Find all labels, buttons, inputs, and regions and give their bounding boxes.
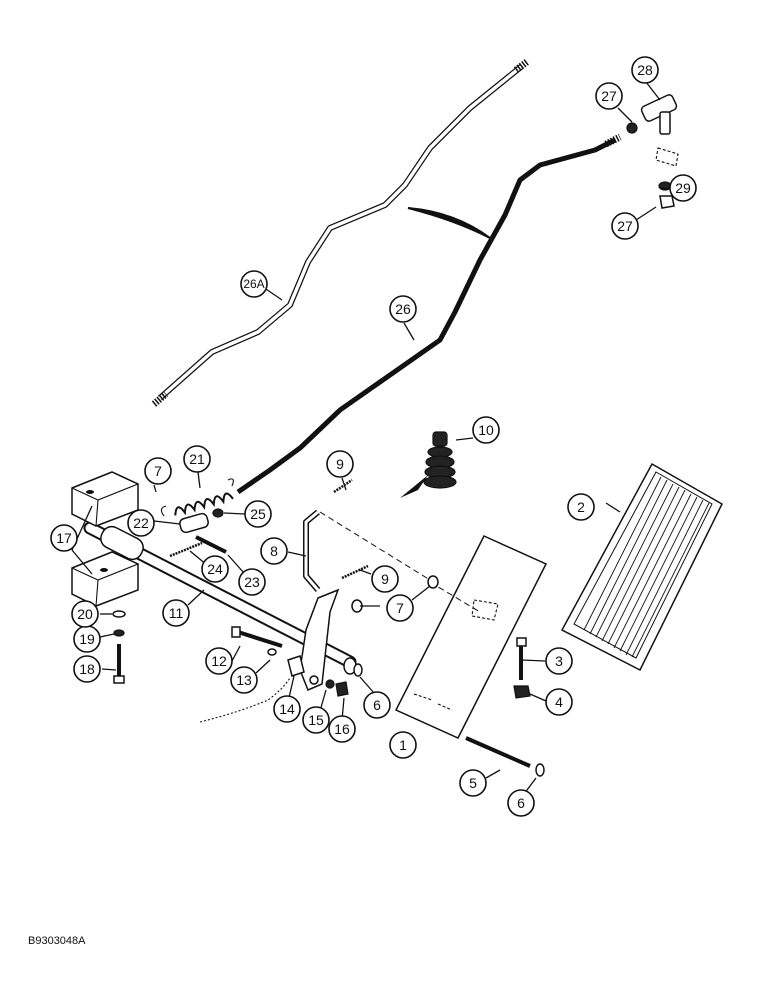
svg-text:27: 27 <box>601 88 617 104</box>
spring-assembly <box>160 478 234 558</box>
svg-text:29: 29 <box>675 180 691 196</box>
rod-26a <box>151 58 531 407</box>
callout-15: 15 <box>302 706 330 734</box>
svg-text:1: 1 <box>399 737 407 753</box>
callout-3: 3 <box>545 647 573 675</box>
callout-5: 5 <box>459 769 487 797</box>
svg-text:27: 27 <box>617 218 633 234</box>
svg-text:16: 16 <box>334 721 350 737</box>
svg-text:11: 11 <box>169 605 184 621</box>
svg-text:5: 5 <box>469 775 477 791</box>
svg-text:9: 9 <box>381 571 389 587</box>
callout-8: 8 <box>260 537 288 565</box>
callout-6-upper: 6 <box>363 691 391 719</box>
svg-text:28: 28 <box>637 62 653 78</box>
callout-11: 11 <box>162 599 190 627</box>
svg-text:6: 6 <box>373 697 381 713</box>
svg-text:25: 25 <box>250 506 266 522</box>
bracket-hardware <box>199 626 363 723</box>
svg-text:19: 19 <box>79 631 95 647</box>
callout-28: 28 <box>631 56 659 84</box>
motion-arrow <box>407 207 491 239</box>
callout-19: 19 <box>73 625 101 653</box>
callout-2: 2 <box>567 493 595 521</box>
callout-22: 22 <box>127 509 155 537</box>
bearing-blocks <box>71 471 139 607</box>
callout-16: 16 <box>328 715 356 743</box>
svg-text:6: 6 <box>517 795 525 811</box>
pedal-pad <box>560 462 723 672</box>
callout-7-lower: 7 <box>386 594 414 622</box>
callout-14: 14 <box>273 695 301 723</box>
leader-lines <box>71 81 671 795</box>
lever-8 <box>303 478 481 613</box>
callout-13: 13 <box>230 666 258 694</box>
callout-9-lower: 9 <box>371 565 399 593</box>
callout-26a: 26A <box>240 270 268 298</box>
callout-27-lower: 27 <box>611 212 639 240</box>
svg-text:8: 8 <box>270 543 278 559</box>
svg-text:21: 21 <box>189 451 205 467</box>
svg-text:24: 24 <box>207 561 223 577</box>
rubber-boot <box>400 431 457 498</box>
callout-10: 10 <box>472 416 500 444</box>
callout-24: 24 <box>201 555 229 583</box>
svg-text:7: 7 <box>154 463 162 479</box>
callout-21: 21 <box>183 445 211 473</box>
callout-9-upper: 9 <box>326 450 354 478</box>
pin-5 <box>465 736 545 777</box>
callout-18: 18 <box>73 655 101 683</box>
pedal-plate <box>394 535 548 739</box>
callout-6-lower: 6 <box>507 789 535 817</box>
callout-17: 17 <box>50 524 78 552</box>
svg-text:10: 10 <box>478 422 494 438</box>
svg-text:22: 22 <box>133 515 149 531</box>
svg-text:7: 7 <box>396 600 404 616</box>
callout-7-upper: 7 <box>144 457 172 485</box>
svg-text:4: 4 <box>555 694 563 710</box>
callout-26: 26 <box>389 295 417 323</box>
svg-text:13: 13 <box>236 672 252 688</box>
svg-text:18: 18 <box>79 661 95 677</box>
rod-26 <box>236 133 622 495</box>
svg-text:15: 15 <box>308 712 324 728</box>
svg-text:3: 3 <box>555 653 563 669</box>
callout-29: 29 <box>669 174 697 202</box>
callout-4: 4 <box>545 688 573 716</box>
swivel-fitting <box>626 94 679 209</box>
bolt-stack <box>112 610 126 684</box>
callout-1: 1 <box>389 731 417 759</box>
svg-text:14: 14 <box>279 701 295 717</box>
callout-20: 20 <box>71 600 99 628</box>
svg-text:26A: 26A <box>243 277 264 291</box>
svg-text:23: 23 <box>244 574 260 590</box>
callout-25: 25 <box>244 500 272 528</box>
svg-text:20: 20 <box>77 606 93 622</box>
svg-text:9: 9 <box>336 456 344 472</box>
figure-code: B9303048A <box>28 935 86 947</box>
callout-23: 23 <box>238 568 266 596</box>
svg-text:26: 26 <box>395 301 411 317</box>
svg-text:12: 12 <box>211 653 227 669</box>
svg-text:17: 17 <box>56 530 72 546</box>
bolt-3 <box>513 637 531 699</box>
svg-text:2: 2 <box>577 499 585 515</box>
callout-12: 12 <box>205 647 233 675</box>
callout-27-upper: 27 <box>595 82 623 110</box>
pedal-arm <box>299 588 340 691</box>
